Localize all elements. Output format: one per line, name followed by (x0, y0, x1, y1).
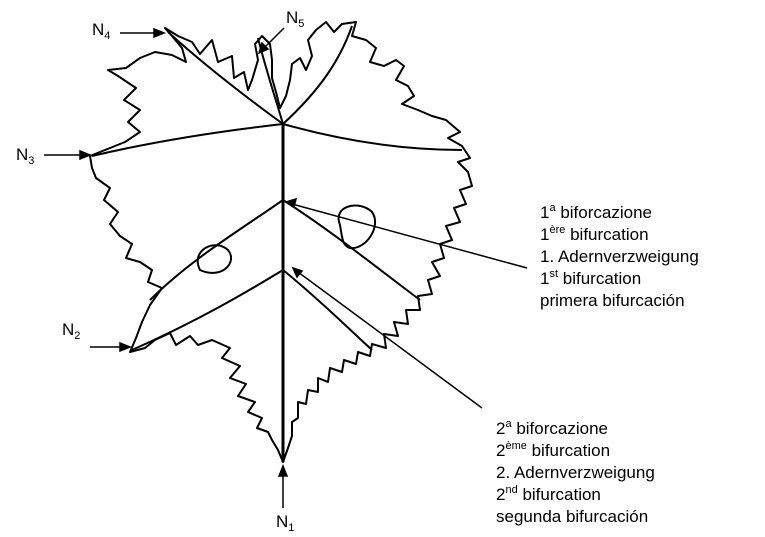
node-label-n4: N4 (92, 20, 110, 40)
arrow-n2 (90, 343, 130, 351)
label-line: 1a biforcazione (540, 202, 699, 224)
node-label-n5: N5 (286, 8, 304, 28)
arrow-second-bifurcation (293, 268, 482, 408)
label-line: primera bifurcación (540, 290, 699, 312)
label-line: 2ème bifurcation (496, 440, 655, 462)
arrow-n1 (279, 466, 287, 508)
label-line: 2a biforcazione (496, 418, 655, 440)
node-label-n3: N3 (16, 145, 34, 165)
label-line: 2nd bifurcation (496, 484, 655, 506)
arrow-n4 (120, 29, 164, 37)
vein-n3 (92, 124, 283, 156)
label-line: 1. Adernverzweigung (540, 246, 699, 268)
arrow-n3 (44, 151, 90, 159)
arrow-first-bifurcation (286, 199, 527, 268)
label-line: 2. Adernverzweigung (496, 462, 655, 484)
vein-upper-right (283, 26, 352, 124)
vein-n2 (132, 270, 283, 350)
first-bifurcation-labels: 1a biforcazione 1ère bifurcation 1. Ader… (540, 202, 699, 312)
label-line: segunda bifurcación (496, 506, 655, 528)
vein-right-2 (283, 270, 372, 350)
vein-lower-right (283, 200, 420, 300)
vein-lateral-left (150, 200, 283, 300)
vein-right (283, 124, 462, 150)
second-bifurcation-labels: 2a biforcazione 2ème bifurcation 2. Ader… (496, 418, 655, 528)
node-label-n1: N1 (276, 512, 294, 532)
label-line: 1st bifurcation (540, 268, 699, 290)
sinus-left (198, 245, 231, 273)
node-label-n2: N2 (62, 320, 80, 340)
label-line: 1ère bifurcation (540, 224, 699, 246)
leaf-outline (90, 22, 472, 462)
sinus-right (339, 206, 376, 249)
